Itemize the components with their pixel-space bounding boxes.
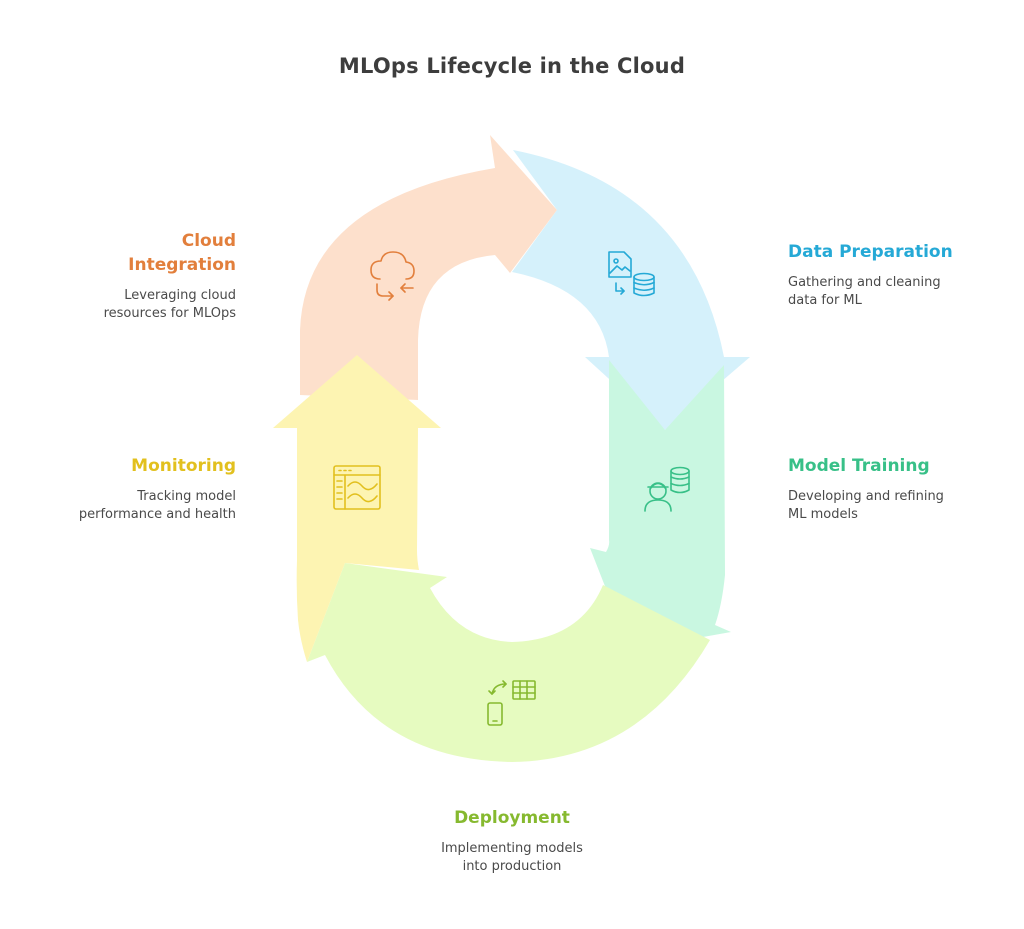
dashboard-chart-icon xyxy=(333,465,381,510)
diagram-title: MLOps Lifecycle in the Cloud xyxy=(338,54,686,78)
desc-line: Leveraging cloud xyxy=(124,288,236,303)
cloud-sync-icon xyxy=(370,251,415,301)
desc-line: Developing and refining xyxy=(788,489,944,504)
stage-description-data-preparation: Gathering and cleaning data for ML xyxy=(788,274,1008,310)
file-database-icon xyxy=(608,251,655,297)
stage-title-model-training: Model Training xyxy=(788,456,930,476)
desc-line: data for ML xyxy=(788,293,862,308)
stage-monitoring: Monitoring Tracking model performance an… xyxy=(36,454,236,524)
model-training-arrow xyxy=(590,360,731,650)
stage-title-monitoring: Monitoring xyxy=(131,456,236,476)
desc-line: Implementing models xyxy=(441,841,583,856)
stage-description-monitoring: Tracking model performance and health xyxy=(36,488,236,524)
stage-deployment: Deployment Implementing models into prod… xyxy=(362,806,662,876)
title-line: Integration xyxy=(128,255,236,275)
stage-title-data-preparation: Data Preparation xyxy=(788,242,953,262)
desc-line: into production xyxy=(462,859,562,874)
desc-line: ML models xyxy=(788,507,858,522)
stage-title-cloud-integration: Cloud Integration xyxy=(36,229,236,277)
stage-description-model-training: Developing and refining ML models xyxy=(788,488,1008,524)
title-line: Cloud xyxy=(181,231,236,251)
desc-line: performance and health xyxy=(78,507,236,522)
stage-description-deployment: Implementing models into production xyxy=(362,840,662,876)
device-table-sync-icon xyxy=(487,680,536,726)
data-preparation-arrow xyxy=(512,150,750,430)
stage-cloud-integration: Cloud Integration Leveraging cloud resou… xyxy=(36,229,236,323)
desc-line: Gathering and cleaning xyxy=(788,275,941,290)
stage-description-cloud-integration: Leveraging cloud resources for MLOps xyxy=(36,287,236,323)
stage-model-training: Model Training Developing and refining M… xyxy=(788,454,1008,524)
engineer-database-icon xyxy=(644,466,690,512)
deployment-arrow xyxy=(307,563,710,762)
cloud-integration-arrow xyxy=(300,135,557,400)
stage-data-preparation: Data Preparation Gathering and cleaning … xyxy=(788,240,1008,310)
desc-line: resources for MLOps xyxy=(103,306,236,321)
stage-title-deployment: Deployment xyxy=(454,808,570,828)
desc-line: Tracking model xyxy=(137,489,236,504)
